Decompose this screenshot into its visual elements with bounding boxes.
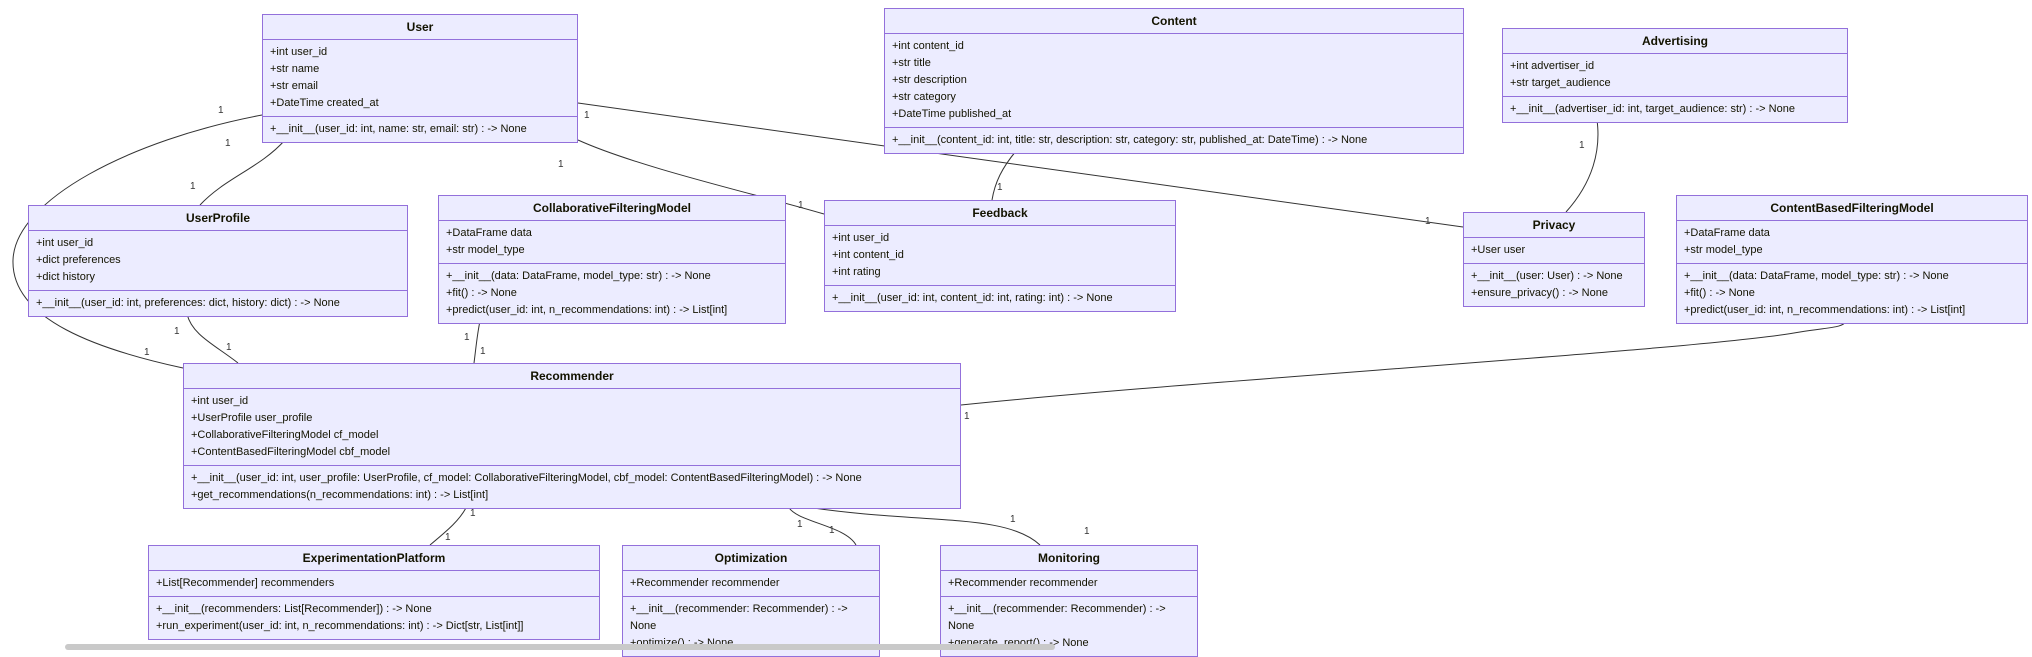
cardinality-cfmodel-recommender-from: 1 [464,332,470,343]
edge-user-recommender [12,114,263,369]
class-feedback-methods: +__init__(user_id: int, content_id: int,… [832,292,1113,304]
class-optimization: Optimization +Recommender recommender +_… [622,545,880,657]
class-recommender: Recommender +int user_id +UserProfile us… [183,363,961,509]
class-content-attributes: +int content_id +str title +str descript… [885,34,1463,128]
class-collaborativefilteringmodel: CollaborativeFilteringModel +DataFrame d… [438,195,786,324]
class-experimentationplatform-title: ExperimentationPlatform [149,546,599,571]
class-privacy: Privacy +User user +__init__(user: User)… [1463,212,1645,307]
class-feedback: Feedback +int user_id +int content_id +i… [824,200,1176,312]
edge-userprofile-recommender [186,313,239,364]
cardinality-content-feedback-to: 1 [997,182,1003,193]
class-userprofile-attributes: +int user_id +dict preferences +dict his… [29,231,407,291]
edge-user-privacy [577,102,1464,228]
class-recommender-methods: +__init__(user_id: int, user_profile: Us… [191,472,862,501]
class-advertising-methods: +__init__(advertiser_id: int, target_aud… [1510,103,1795,115]
cardinality-userprofile-recommender-from: 1 [174,326,180,337]
class-experimentationplatform: ExperimentationPlatform +List[Recommende… [148,545,600,640]
cardinality-user-privacy-to: 1 [1425,216,1431,227]
edge-advertising-privacy [1565,119,1599,213]
class-monitoring-title: Monitoring [941,546,1197,571]
class-feedback-title: Feedback [825,201,1175,226]
cardinality-userprofile-recommender-to: 1 [226,342,232,353]
edge-recommender-optimization [787,505,857,546]
class-user-attributes: +int user_id +str name +str email +DateT… [263,40,577,117]
cardinality-advertising-privacy-from: 1 [1579,140,1585,151]
class-optimization-attributes: +Recommender recommender [623,571,879,597]
class-content: Content +int content_id +str title +str … [884,8,1464,154]
class-advertising-attributes: +int advertiser_id +str target_audience [1503,54,1847,97]
edge-cfmodel-recommender [473,320,481,364]
cardinality-user-recommender-to: 1 [144,347,150,358]
cardinality-recommender-experimentation-from: 1 [470,508,476,519]
class-optimization-title: Optimization [623,546,879,571]
class-experimentationplatform-attributes: +List[Recommender] recommenders [149,571,599,597]
class-userprofile-title: UserProfile [29,206,407,231]
cardinality-cfmodel-recommender-to: 1 [480,346,486,357]
cardinality-recommender-monitoring-to: 1 [1084,526,1090,537]
edge-user-feedback [577,139,825,215]
edge-content-feedback [991,150,1017,201]
class-contentbasedfilteringmodel-methods: +__init__(data: DataFrame, model_type: s… [1684,270,1966,316]
class-user: User +int user_id +str name +str email +… [262,14,578,143]
class-collaborativefilteringmodel-methods: +__init__(data: DataFrame, model_type: s… [446,270,728,316]
class-experimentationplatform-methods: +__init__(recommenders: List[Recommender… [156,603,524,632]
class-contentbasedfilteringmodel: ContentBasedFilteringModel +DataFrame da… [1676,195,2028,324]
class-privacy-methods: +__init__(user: User) : -> None +ensure_… [1471,270,1623,299]
class-recommender-attributes: +int user_id +UserProfile user_profile +… [184,389,960,466]
edge-user-userprofile [199,139,286,206]
edge-recommender-monitoring [799,505,1041,546]
horizontal-scrollbar[interactable] [65,644,1055,650]
class-feedback-attributes: +int user_id +int content_id +int rating [825,226,1175,286]
class-recommender-title: Recommender [184,364,960,389]
class-content-title: Content [885,9,1463,34]
cardinality-recommender-experimentation-to: 1 [445,532,451,543]
class-optimization-methods: +__init__(recommender: Recommender) : ->… [630,603,848,649]
class-advertising: Advertising +int advertiser_id +str targ… [1502,28,1848,123]
class-contentbasedfilteringmodel-title: ContentBasedFilteringModel [1677,196,2027,221]
class-userprofile-methods: +__init__(user_id: int, preferences: dic… [36,297,340,309]
class-advertising-title: Advertising [1503,29,1847,54]
class-privacy-title: Privacy [1464,213,1644,238]
class-user-title: User [263,15,577,40]
cardinality-recommender-optimization-from: 1 [797,519,803,530]
edge-recommender-cbfmodel [960,320,1847,406]
edge-recommender-experimentation [429,505,468,546]
cardinality-user-feedback-from: 1 [558,159,564,170]
class-content-methods: +__init__(content_id: int, title: str, d… [892,134,1368,146]
cardinality-user-feedback-to: 1 [798,200,804,211]
class-monitoring-attributes: +Recommender recommender [941,571,1197,597]
class-userprofile: UserProfile +int user_id +dict preferenc… [28,205,408,317]
cardinality-user-privacy-from: 1 [584,110,590,121]
class-collaborativefilteringmodel-title: CollaborativeFilteringModel [439,196,785,221]
class-privacy-attributes: +User user [1464,238,1644,264]
cardinality-user-userprofile-from: 1 [225,138,231,149]
cardinality-recommender-optimization-to: 1 [829,525,835,536]
class-contentbasedfilteringmodel-attributes: +DataFrame data +str model_type [1677,221,2027,264]
cardinality-recommender-monitoring-from: 1 [1010,514,1016,525]
cardinality-user-recommender-from: 1 [218,105,224,116]
class-collaborativefilteringmodel-attributes: +DataFrame data +str model_type [439,221,785,264]
cardinality-recommender-cbfmodel-from: 1 [964,411,970,422]
cardinality-user-userprofile-to: 1 [190,181,196,192]
class-user-methods: +__init__(user_id: int, name: str, email… [270,123,527,135]
class-monitoring: Monitoring +Recommender recommender +__i… [940,545,1198,657]
